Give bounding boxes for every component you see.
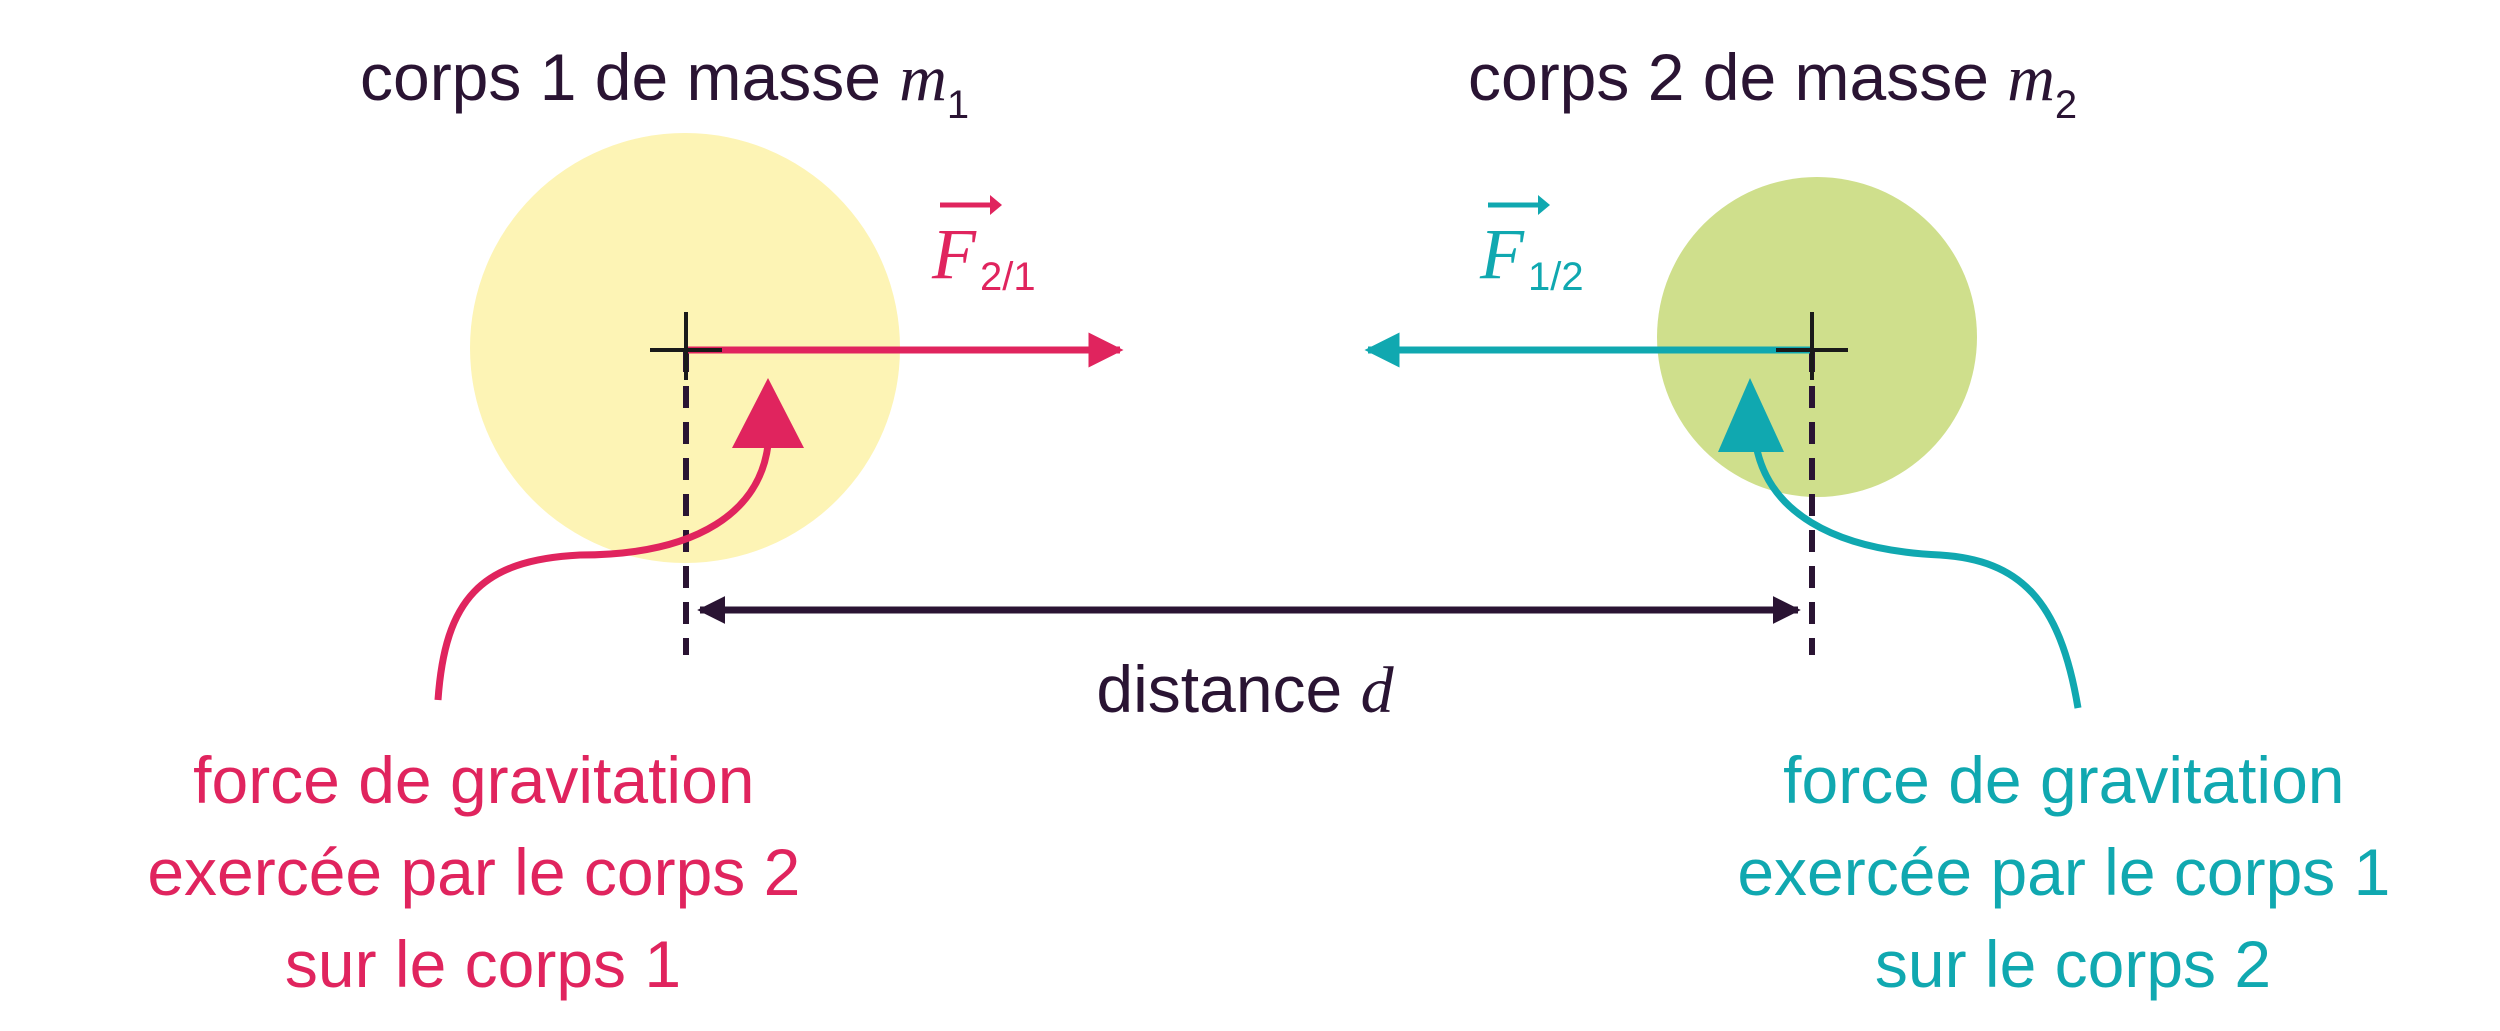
body-1-title: corps 1 de masse m1 <box>360 40 969 127</box>
left-pointer-curve <box>434 444 772 701</box>
svg-text:F2/1: F2/1 <box>931 214 1036 299</box>
body-2-title: corps 2 de masse m2 <box>1468 40 2077 127</box>
right-pointer-curve <box>1752 444 2082 709</box>
body-1-center-cross <box>650 312 722 380</box>
distance-label: distance d <box>1096 652 1394 727</box>
body-2-center-cross <box>1776 312 1848 380</box>
body-2-disc <box>1657 177 1977 497</box>
annotation-left: force de gravitation exercée par le corp… <box>147 743 818 1001</box>
svg-text:F1/2: F1/2 <box>1479 214 1584 299</box>
left-pointer-head <box>732 378 804 448</box>
right-pointer-head <box>1718 378 1784 452</box>
annotation-right: force de gravitation exercée par le corp… <box>1737 743 2408 1001</box>
